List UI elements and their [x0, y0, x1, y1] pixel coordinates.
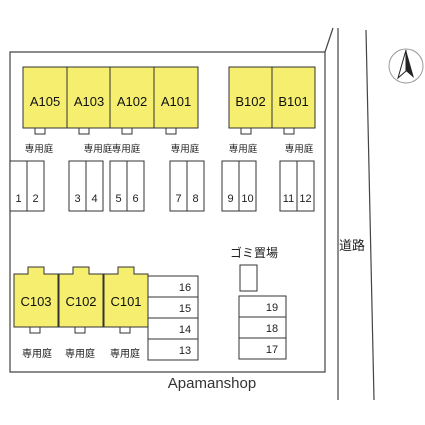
parking-space — [238, 160, 257, 212]
unit-a105 — [22, 66, 68, 129]
parking-space — [296, 160, 315, 212]
parking-number: 11 — [283, 193, 294, 205]
unit-label: C101 — [110, 294, 141, 309]
gardens-layer: 専用庭専用庭専用庭専用庭専用庭専用庭専用庭専用庭専用庭 — [22, 143, 314, 360]
road-label: 道路 — [339, 238, 365, 254]
garden-label: 専用庭 — [285, 143, 314, 155]
parking-space — [126, 160, 145, 212]
unit-label: B101 — [278, 94, 308, 109]
parking-space — [238, 316, 287, 339]
unit-label: B102 — [235, 94, 265, 109]
parking-space — [85, 160, 104, 212]
parking-space — [26, 160, 45, 212]
entry-step — [29, 326, 41, 334]
parking-number: 1 — [15, 193, 21, 205]
unit-c101 — [103, 266, 149, 328]
parking-number: 7 — [175, 193, 181, 205]
parking-space — [238, 337, 287, 360]
unit-label: C103 — [20, 294, 51, 309]
road-edge-right — [365, 29, 375, 401]
parking-number: 16 — [179, 282, 191, 294]
unit-label: A101 — [161, 94, 191, 109]
property-boundary — [9, 51, 326, 373]
parking-number: 2 — [32, 193, 38, 205]
parking-space — [238, 295, 287, 318]
unit-b102 — [228, 66, 273, 129]
garden-label: 専用庭 — [229, 143, 258, 155]
parking-number: 10 — [241, 193, 253, 205]
parking-number: 5 — [115, 193, 121, 205]
unit-a103 — [66, 66, 112, 129]
parking-number: 9 — [227, 193, 233, 205]
garbage-box — [239, 264, 258, 292]
parking-number: 6 — [132, 193, 138, 205]
north-arrow-icon — [388, 48, 424, 84]
watermark: Apamanshop — [168, 375, 256, 392]
garbage-label: ゴミ置場 — [230, 245, 278, 260]
parking-number: 12 — [299, 193, 311, 205]
parking-number: 18 — [266, 323, 278, 335]
garden-label: 専用庭 — [25, 143, 54, 155]
parking-number: 19 — [266, 302, 278, 314]
entry-step — [78, 127, 90, 135]
unit-c103 — [13, 266, 59, 328]
garden-label: 専用庭 — [22, 347, 52, 360]
unit-c102 — [58, 266, 104, 328]
boundary-slant — [324, 27, 334, 53]
parking-space — [147, 338, 199, 361]
entry-step — [119, 326, 131, 334]
garden-label: 専用庭 — [65, 347, 95, 360]
entry-step — [283, 127, 295, 135]
unit-label: A102 — [117, 94, 147, 109]
parking-number: 14 — [179, 324, 191, 336]
entry-step — [165, 127, 177, 135]
parking-number: 17 — [266, 344, 278, 356]
entry-step — [240, 127, 252, 135]
garden-label: 専用庭 — [110, 347, 140, 360]
unit-label: A105 — [30, 94, 60, 109]
garden-label: 専用庭 — [171, 143, 200, 155]
unit-label: A103 — [74, 94, 104, 109]
entry-step — [74, 326, 86, 334]
unit-label: C102 — [65, 294, 96, 309]
parking-space — [186, 160, 205, 212]
parking-number: 4 — [91, 193, 97, 205]
parking-number: 3 — [74, 193, 80, 205]
entry-step — [121, 127, 133, 135]
garden-label: 専用庭 — [84, 143, 113, 155]
parking-number: 8 — [192, 193, 198, 205]
entry-step — [34, 127, 46, 135]
parking-number: 13 — [179, 345, 191, 357]
parking-number: 15 — [179, 303, 191, 315]
garden-label: 専用庭 — [112, 143, 141, 155]
